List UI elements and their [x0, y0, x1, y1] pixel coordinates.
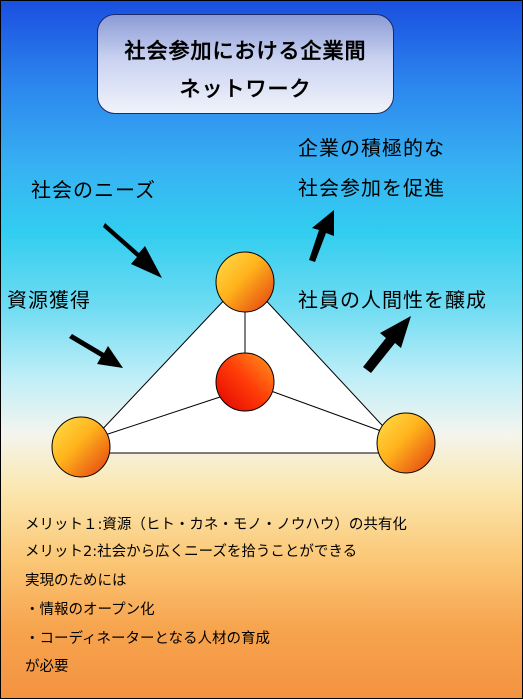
- link-left-center: [104, 396, 221, 436]
- title-line-1: 社会参加における企業間: [124, 39, 367, 63]
- note-required: が必要: [25, 659, 69, 675]
- label-humanity: 社員の人間性を醸成: [298, 288, 487, 312]
- right-node: [376, 412, 436, 474]
- arrow-resources: [69, 334, 123, 368]
- arrow-humanity: [363, 316, 411, 373]
- center-node: [215, 352, 275, 412]
- title-box: 社会参加における企業間 ネットワーク: [97, 14, 394, 114]
- note-item-2: ・コーディネーターとなる人材の育成: [25, 631, 271, 647]
- arrow-needs: [103, 223, 162, 278]
- note-merit-2: メリット2:社会から広くニーズを拾うことができる: [25, 544, 358, 560]
- label-needs: 社会のニーズ: [31, 178, 156, 202]
- arrow-promote: [309, 210, 334, 262]
- note-item-1: ・情報のオープン化: [25, 602, 155, 618]
- title-line-2: ネットワーク: [179, 77, 312, 101]
- note-merit-1: メリット１:資源（ヒト・カネ・モノ・ノウハウ）の共有化: [25, 517, 407, 533]
- label-promote-1: 企業の積極的な: [298, 136, 445, 160]
- top-node: [215, 251, 275, 313]
- note-realize: 実現のためには: [25, 573, 127, 589]
- label-resources: 資源獲得: [7, 288, 91, 312]
- left-node: [51, 416, 111, 478]
- link-right-center: [270, 390, 382, 432]
- label-promote-2: 社会参加を促進: [298, 176, 445, 200]
